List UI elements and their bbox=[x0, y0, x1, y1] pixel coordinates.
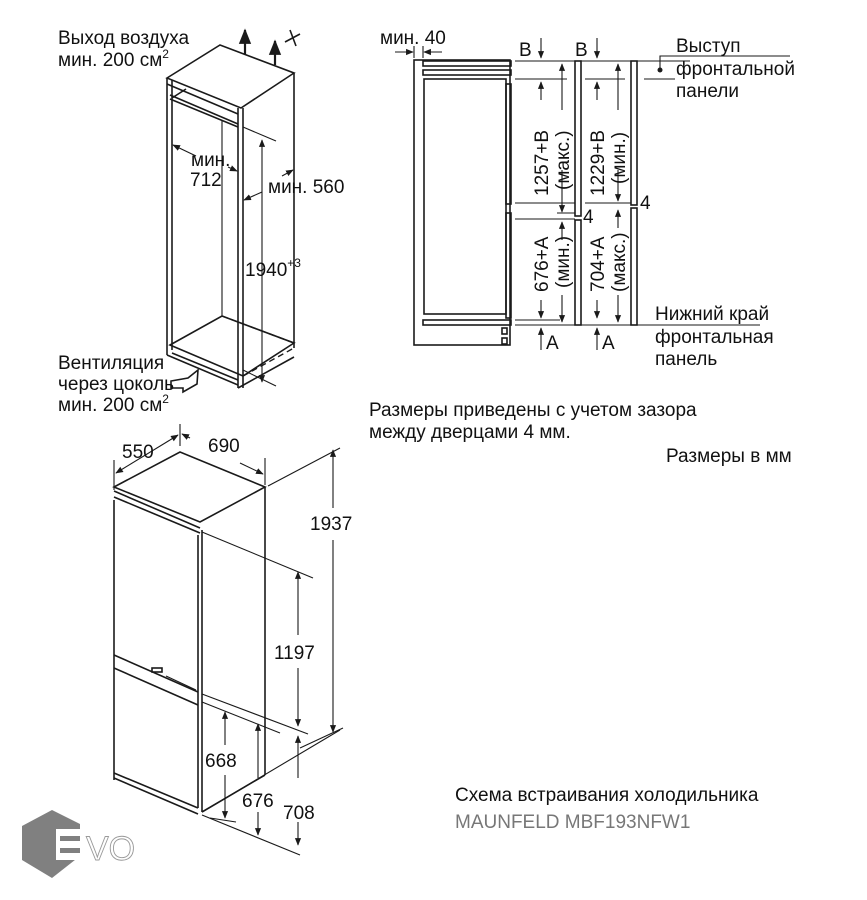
evo-watermark-logo: VO bbox=[22, 810, 136, 878]
cabinet-niche-drawing bbox=[165, 28, 301, 394]
air-outlet-label-line1: Выход воздуха bbox=[58, 28, 190, 49]
a-label-1: A bbox=[546, 333, 559, 354]
svg-text:676+A: 676+A bbox=[532, 236, 553, 292]
fridge-width-label: 690 bbox=[208, 436, 240, 457]
bottom-edge-label-line2: фронтальная bbox=[655, 327, 774, 348]
caption-model: MAUNFELD MBF193NFW1 bbox=[455, 812, 690, 833]
svg-text:1229+B: 1229+B bbox=[588, 130, 609, 196]
ventilation-label-line1: Вентиляция bbox=[58, 353, 164, 374]
a-label-2: A bbox=[602, 333, 615, 354]
svg-text:(макс.): (макс.) bbox=[609, 232, 630, 292]
lower-max-note: (макс.) bbox=[609, 232, 630, 292]
gap-4-label-a: 4 bbox=[640, 193, 651, 214]
svg-text:(макс.): (макс.) bbox=[553, 130, 574, 190]
min-width-label: мин. bbox=[191, 150, 230, 171]
niche-height-label: 1940+3 bbox=[245, 256, 301, 281]
fridge-drawing bbox=[112, 424, 344, 856]
fridge-total-height-label: 1937 bbox=[310, 514, 352, 535]
upper-min-dimension: 1229+B bbox=[588, 130, 609, 196]
svg-text:(мин.): (мин.) bbox=[553, 236, 574, 288]
protrusion-label-line1: Выступ bbox=[676, 36, 741, 57]
caption-title: Схема встраивания холодильника bbox=[455, 785, 759, 806]
svg-text:704+A: 704+A bbox=[588, 236, 609, 292]
b-label-1: B bbox=[519, 40, 532, 61]
fridge-upper-height-label: 1197 bbox=[274, 643, 315, 664]
lower-max-dimension: 704+A bbox=[588, 236, 609, 292]
watermark-brand-text: VO bbox=[86, 830, 135, 868]
min-depth-label: мин. 560 bbox=[268, 177, 344, 198]
hexagon-icon bbox=[22, 810, 80, 878]
min-gap-label: мин. 40 bbox=[380, 28, 446, 49]
side-section-drawing bbox=[395, 38, 790, 350]
protrusion-label-line3: панели bbox=[676, 81, 739, 102]
bottom-edge-label-line3: панель bbox=[655, 349, 717, 370]
dimension-668-label: 668 bbox=[205, 751, 237, 772]
upper-max-dimension: 1257+B bbox=[532, 130, 553, 196]
ventilation-label-line2: через цоколь bbox=[58, 374, 174, 395]
protrusion-label-line2: фронтальной bbox=[676, 59, 795, 80]
dimension-708-label: 708 bbox=[283, 803, 315, 824]
min-width-value: 712 bbox=[190, 170, 222, 191]
fridge-depth-label: 550 bbox=[122, 442, 154, 463]
upper-max-note: (макс.) bbox=[553, 130, 574, 190]
gap-4-label-b: 4 bbox=[583, 207, 594, 228]
bottom-edge-label-line1: Нижний край bbox=[655, 304, 769, 325]
air-outlet-label-line2: мин. 200 см2 bbox=[58, 47, 169, 71]
ventilation-label-line3: мин. 200 см2 bbox=[58, 392, 169, 416]
units-note: Размеры в мм bbox=[666, 446, 792, 467]
svg-text:(мин.): (мин.) bbox=[609, 132, 630, 184]
lower-min-note: (мин.) bbox=[553, 236, 574, 288]
lower-min-dimension: 676+A bbox=[532, 236, 553, 292]
dimension-676-label: 676 bbox=[242, 791, 274, 812]
gap-note-line1: Размеры приведены с учетом зазора bbox=[369, 400, 697, 421]
b-label-2: B bbox=[575, 40, 588, 61]
svg-text:1257+B: 1257+B bbox=[532, 130, 553, 196]
gap-note-line2: между дверцами 4 мм. bbox=[369, 422, 571, 443]
upper-min-note: (мин.) bbox=[609, 132, 630, 184]
